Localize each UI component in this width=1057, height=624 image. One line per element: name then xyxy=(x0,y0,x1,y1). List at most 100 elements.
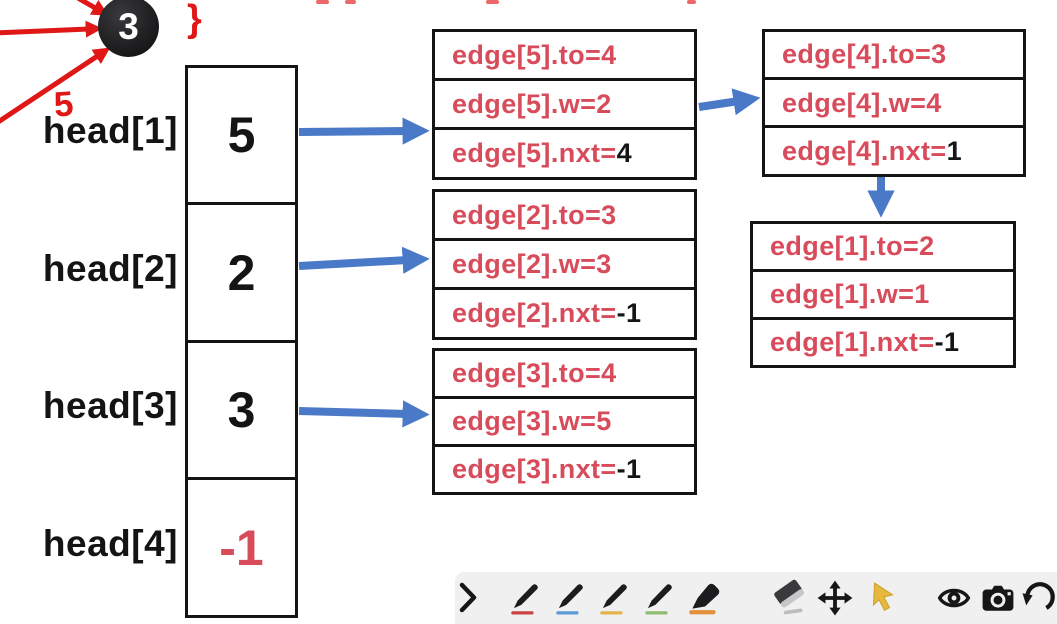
edge-field-label: edge[5].nxt= xyxy=(452,138,617,169)
stray-red-mark xyxy=(316,0,329,4)
camera-icon xyxy=(979,581,1017,615)
edge-field-label: edge[1].w= xyxy=(770,278,915,309)
head3-label: head[3] xyxy=(42,385,178,426)
cursor-pointer-icon xyxy=(865,580,899,616)
edge-record-row: edge[4].w=4 xyxy=(762,77,1026,129)
edge-field-label: edge[3].to= xyxy=(452,358,602,389)
pen-red-icon xyxy=(507,581,541,615)
edge-field-value: 4 xyxy=(926,87,942,118)
head-array-value: 5 xyxy=(227,107,256,164)
edge-field-label: edge[4].to= xyxy=(782,39,932,70)
edge-1-record: edge[1].to=2 edge[1].w=1 edge[1].nxt=-1 xyxy=(750,221,1016,368)
arrow-head2-to-edge2 xyxy=(298,246,430,274)
edge-record-row: edge[1].w=1 xyxy=(750,268,1016,321)
head4-label: head[4] xyxy=(42,523,178,564)
pen-yellow-button[interactable] xyxy=(595,578,631,618)
edge-record-row: edge[5].nxt=4 xyxy=(432,127,697,181)
edge-field-value: 5 xyxy=(596,405,612,436)
head-array: 5 2 3 -1 xyxy=(185,65,298,618)
pen-yellow-icon xyxy=(596,581,630,615)
move-button[interactable] xyxy=(817,578,853,618)
head2-label: head[2] xyxy=(42,248,178,289)
edge-field-label: edge[1].to= xyxy=(770,231,920,262)
graph-node-3: 3 xyxy=(98,0,159,57)
marker-orange-icon xyxy=(686,581,722,615)
edge-record-row: edge[3].w=5 xyxy=(432,395,697,448)
graph-node-label: 3 xyxy=(118,5,139,47)
edge-field-value: 4 xyxy=(616,138,633,169)
code-closing-brace: } xyxy=(187,0,202,40)
head-array-value: 3 xyxy=(227,382,256,439)
head-array-value: -1 xyxy=(219,519,264,576)
stray-red-mark xyxy=(687,0,696,4)
arrow-head1-to-edge5 xyxy=(298,117,430,145)
edge-record-row: edge[2].nxt=-1 xyxy=(432,287,697,341)
edge-field-label: edge[2].to= xyxy=(452,199,602,230)
edge-field-value: -1 xyxy=(616,298,642,329)
edge-field-label: edge[2].w= xyxy=(452,249,597,279)
red-arrow-top xyxy=(76,0,109,16)
edge-field-value: 1 xyxy=(946,135,963,166)
camera-button[interactable] xyxy=(980,578,1016,618)
pen-red-button[interactable] xyxy=(506,578,542,618)
edge-field-label: edge[2].nxt= xyxy=(452,298,617,329)
eye-icon xyxy=(935,581,973,615)
move-icon xyxy=(817,580,853,616)
edge-record-row: edge[4].to=3 xyxy=(762,29,1026,81)
eye-button[interactable] xyxy=(936,578,972,618)
pen-green-button[interactable] xyxy=(640,578,676,618)
edge-record-row: edge[2].to=3 xyxy=(432,189,697,242)
head-array-cell-1: 5 xyxy=(185,65,298,206)
edge-record-row: edge[2].w=3 xyxy=(432,238,697,291)
edge-4-record: edge[4].to=3 edge[4].w=4 edge[4].nxt=1 xyxy=(762,29,1026,178)
edge-field-label: edge[5].to= xyxy=(452,39,602,70)
edge-field-value: 1 xyxy=(914,278,930,309)
edge-record-row: edge[3].nxt=-1 xyxy=(432,443,697,495)
edge-field-value: 3 xyxy=(931,39,947,70)
edge-field-value: 4 xyxy=(601,358,617,389)
head-array-cell-4: -1 xyxy=(185,477,298,618)
pen-green-icon xyxy=(641,581,675,615)
edge-record-row: edge[4].nxt=1 xyxy=(762,125,1026,178)
edge-record-row: edge[3].to=4 xyxy=(432,348,697,400)
cursor-button[interactable] xyxy=(864,578,900,618)
edge-2-record: edge[2].to=3 edge[2].w=3 edge[2].nxt=-1 xyxy=(432,189,697,341)
edge-field-label: edge[3].nxt= xyxy=(452,453,617,484)
edge-field-value: 3 xyxy=(596,249,612,279)
marker-orange-button[interactable] xyxy=(686,578,722,618)
edge-field-value: -1 xyxy=(616,453,642,484)
edge-field-value: 2 xyxy=(919,231,935,262)
edge-5-record: edge[5].to=4 edge[5].w=2 edge[5].nxt=4 xyxy=(432,29,697,181)
red-arrow-left xyxy=(0,20,103,38)
edge-3-record: edge[3].to=4 edge[3].w=5 edge[3].nxt=-1 xyxy=(432,348,697,495)
edge-field-value: 3 xyxy=(601,199,617,230)
edge-record-row: edge[5].w=2 xyxy=(432,78,697,131)
annotation-toolbar xyxy=(455,572,1057,624)
edge-field-label: edge[4].w= xyxy=(782,87,927,118)
collapse-toolbar-button[interactable] xyxy=(450,578,486,618)
edge-field-label: edge[4].nxt= xyxy=(782,135,947,166)
edge-field-value: 2 xyxy=(596,89,612,119)
edge-record-row: edge[1].nxt=-1 xyxy=(750,316,1016,368)
pen-blue-button[interactable] xyxy=(551,578,587,618)
head-array-value: 2 xyxy=(227,244,256,301)
edge-field-label: edge[5].w= xyxy=(452,89,597,119)
rotate-arrow-icon xyxy=(1021,580,1057,616)
stray-red-mark xyxy=(486,0,499,4)
stray-red-mark xyxy=(345,0,356,4)
edge-field-value: -1 xyxy=(934,326,960,357)
rotate-button[interactable] xyxy=(1022,578,1057,618)
head-array-cell-2: 2 xyxy=(185,202,298,344)
eraser-button[interactable] xyxy=(774,578,810,618)
head-array-cell-3: 3 xyxy=(185,339,298,481)
edge-field-label: edge[3].w= xyxy=(452,405,597,436)
edge-field-value: 4 xyxy=(601,39,617,70)
pen-blue-icon xyxy=(552,581,586,615)
edge-record-row: edge[1].to=2 xyxy=(750,221,1016,273)
arrow-head3-to-edge3 xyxy=(298,400,430,428)
eraser-icon xyxy=(773,579,811,617)
edge-field-label: edge[1].nxt= xyxy=(770,326,935,357)
edge-record-row: edge[5].to=4 xyxy=(432,29,697,82)
chevron-right-icon xyxy=(455,582,481,614)
